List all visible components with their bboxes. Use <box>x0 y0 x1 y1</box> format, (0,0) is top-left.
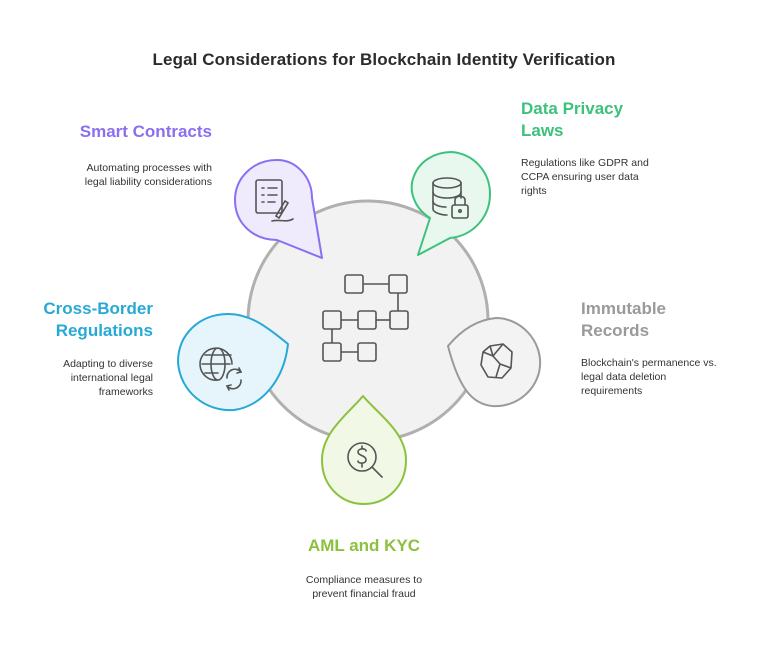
data-privacy-title: Data Privacy Laws <box>521 98 721 142</box>
title-line: Immutable <box>581 299 667 318</box>
data-privacy-drop <box>410 151 491 256</box>
smart-contracts-title: Smart Contracts <box>79 122 212 141</box>
cross-border-title: Cross-Border Regulations <box>20 298 153 342</box>
database-lock-icon <box>432 177 469 219</box>
description-line: Blockchain's permanence vs. <box>581 357 717 369</box>
data-privacy-description: Regulations like GDPR and CCPA ensuring … <box>521 156 721 198</box>
description-line: international legal <box>70 372 153 384</box>
description-line: Automating processes with <box>86 162 212 174</box>
aml-kyc-title: AML and KYC <box>307 536 421 555</box>
smart-contracts-description: Automating processes with legal liabilit… <box>40 161 212 189</box>
title-line: Data Privacy <box>521 99 624 118</box>
aml-kyc-description: Compliance measures to prevent financial… <box>264 573 464 601</box>
description-line: CCPA ensuring user data <box>521 171 639 183</box>
description-line: Adapting to diverse <box>63 358 153 370</box>
dollar-search-icon <box>347 442 383 478</box>
description-line: rights <box>521 185 547 197</box>
cross-border-description: Adapting to diverse international legal … <box>20 357 153 399</box>
title-line: Cross-Border <box>43 299 153 318</box>
description-line: frameworks <box>98 386 153 398</box>
immutable-records-description: Blockchain's permanence vs. legal data d… <box>581 356 761 398</box>
diagram-title: Legal Considerations for Blockchain Iden… <box>152 50 616 69</box>
immutable-records-drop <box>447 317 542 408</box>
cross-border-drop <box>177 313 289 412</box>
description-line: requirements <box>581 385 643 397</box>
aml-kyc-drop <box>321 395 407 505</box>
description-line: Compliance measures to <box>305 574 423 586</box>
contract-signature-icon <box>255 179 294 222</box>
title-line: Laws <box>521 121 564 140</box>
title-line: Regulations <box>55 321 153 340</box>
immutable-records-title: Immutable Records <box>581 298 751 342</box>
globe-sync-icon <box>199 347 243 391</box>
description-line: legal data deletion <box>581 371 667 383</box>
title-line: Records <box>581 321 650 340</box>
description-line: legal liability considerations <box>84 176 212 188</box>
description-line: prevent financial fraud <box>312 588 416 600</box>
stone-icon <box>480 343 513 379</box>
description-line: Regulations like GDPR and <box>521 157 649 169</box>
blockchain-blocks-icon <box>322 274 409 362</box>
